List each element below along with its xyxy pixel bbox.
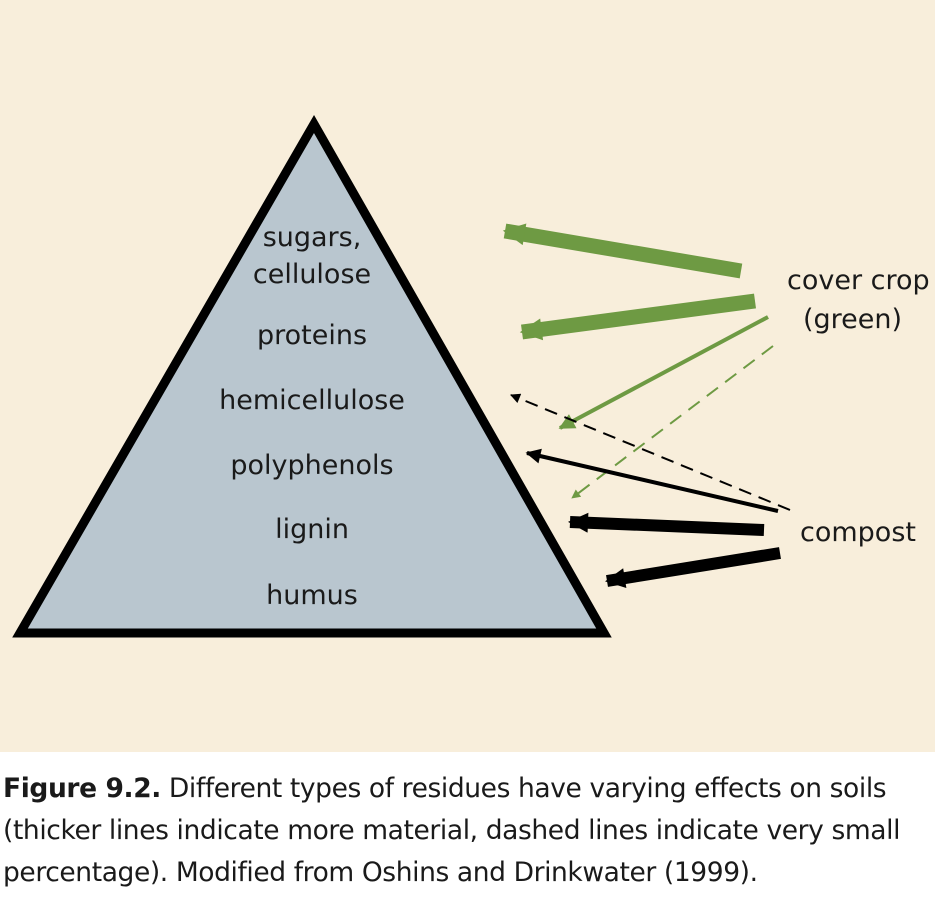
figure-caption: Figure 9.2. Different types of residues … [3,768,928,894]
tier-label-humus: humus [266,580,358,611]
caption-label: Figure 9.2. [3,773,161,804]
cover-crop-arrow-hemicellulose [558,315,769,430]
tier-label-lignin: lignin [275,514,349,545]
cover-crop-label: cover crop [787,265,930,296]
caption-text: Different types of residues have varying… [3,773,901,888]
tier-label-cellulose: cellulose [253,259,371,290]
pyramid [12,114,612,638]
cover-crop-arrow-sugars [502,223,743,279]
cover-crop-sublabel: (green) [803,304,902,335]
compost-label: compost [800,517,916,548]
residue-pyramid-diagram: sugars, cellulose proteins hemicellulose… [12,114,930,638]
cover-crop-arrow-proteins [519,293,756,341]
compost-arrow-humus [605,547,781,588]
compost-arrow-polyphenols [525,448,779,513]
compost-arrow-lignin [568,512,765,536]
tier-label-polyphenols: polyphenols [230,450,393,481]
tier-label-sugars: sugars, [263,222,362,253]
tier-label-hemicellulose: hemicellulose [219,385,405,416]
compost-arrow-dashed-hemicellulose [510,393,791,511]
tier-label-proteins: proteins [257,320,367,351]
